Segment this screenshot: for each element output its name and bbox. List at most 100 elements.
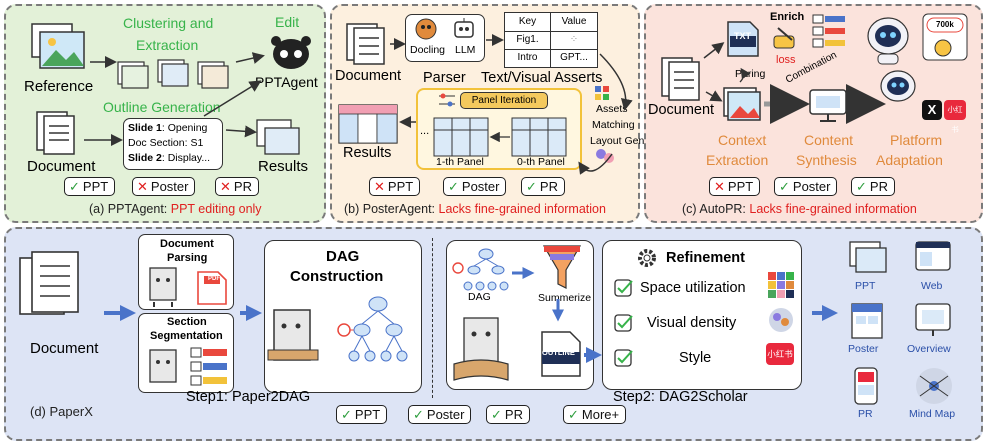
badge-pr-b: ✓PR [521, 177, 565, 196]
document-icon-d [19, 251, 79, 315]
panel-grids [433, 117, 567, 157]
panel-b-arrows [390, 34, 633, 175]
document-label-d: Document [30, 340, 99, 357]
gear-icon [638, 249, 656, 267]
badge-more-d: ✓More+ [563, 405, 627, 424]
reading-mascot-icon [453, 317, 509, 381]
funnel-icon [542, 245, 582, 289]
edit-label: Edit [275, 14, 300, 30]
density-blob-icon [769, 308, 793, 332]
pdf-label: PDF [208, 276, 220, 282]
pr-output-icon [854, 367, 878, 405]
output-pr-label: PR [858, 408, 873, 420]
refine-style-label: Style [679, 350, 712, 366]
llm-robot-icon [454, 18, 474, 38]
panel-ellipsis: ... [420, 125, 430, 137]
sliders-icon [439, 93, 455, 107]
badge-ppt-d: ✓PPT [336, 405, 388, 424]
section-label-2: Segmentation [150, 330, 223, 342]
refine-space-label: Space utilization [640, 280, 746, 296]
asserts-table: Key Value Fig1. ⁘ Intro GPT... [504, 12, 598, 68]
document-icon-c [661, 57, 700, 101]
reference-image-icon [31, 23, 85, 69]
output-mindmap-label: Mind Map [909, 408, 956, 420]
step2-label: Step2: DAG2Scholar [613, 389, 748, 405]
color-grid-icon [768, 272, 794, 298]
layout-gen-label: Layout Gen [590, 135, 645, 147]
extraction-label: Extraction [136, 37, 199, 53]
ppt-output-icon [849, 241, 887, 273]
outline-label: OUTLINE [542, 348, 575, 357]
rednote-logo-d: 小红书 [766, 343, 794, 365]
segment-list-icon [190, 347, 227, 386]
pptagent-label: PPTAgent [255, 74, 318, 90]
dag-construction-label: Construction [290, 268, 384, 285]
matching-label: Matching [592, 119, 635, 131]
context-label-1: Context [718, 132, 767, 148]
section-label-1: Section [167, 316, 207, 328]
badge-pr-c: ✓PR [851, 177, 895, 196]
web-output-icon [915, 241, 951, 271]
slide2-text: : Display... [161, 152, 211, 164]
slide1-doc: Doc Section: S1 [128, 137, 204, 149]
mindmap-output-icon [916, 368, 952, 404]
checkbox-style-icon [614, 349, 633, 367]
panel-d-arrows [104, 267, 838, 363]
docling-icon [415, 18, 437, 40]
assets-label: Assets [596, 103, 628, 115]
txt-file-icon [727, 21, 759, 57]
docling-label: Docling [410, 44, 446, 56]
book-mascot-icon-2 [149, 349, 177, 383]
txt-label: TXT [734, 31, 751, 41]
outline-file-icon [541, 331, 581, 377]
badge-ppt-b: ✕PPT [369, 177, 421, 196]
document-label-c: Document [648, 102, 715, 118]
book-mascot-icon [149, 267, 177, 307]
slide1-text: : Opening [161, 122, 208, 134]
output-poster-label: Poster [848, 343, 879, 355]
pencil-hand-icon [773, 27, 795, 49]
poster-output-icon [851, 303, 883, 339]
outline-generation-label: Outline Generation [103, 99, 221, 115]
loss-label: loss [776, 54, 796, 66]
results-label-b: Results [343, 145, 392, 161]
output-ppt-label: PPT [855, 280, 876, 292]
zero-panel-label: 0-th Panel [517, 156, 565, 168]
panel-c-arrows [703, 42, 886, 124]
pdf-file-icon [197, 271, 227, 305]
panel-a-arrows [84, 52, 265, 146]
output-overview-label: Overview [907, 343, 951, 355]
checkbox-density-icon [614, 314, 633, 332]
step-divider [432, 238, 433, 398]
context-label-2: Extraction [706, 152, 769, 168]
image-file-icon [723, 87, 761, 121]
slide1-label: Slide 1 [128, 122, 162, 134]
dag-small-label: DAG [468, 291, 491, 303]
content-label-2: Synthesis [796, 152, 857, 168]
results-label: Results [258, 158, 309, 175]
avatar-board-icon [922, 13, 968, 61]
dag-label: DAG [326, 248, 360, 265]
x-logo: X [922, 100, 942, 120]
asserts-label: Text/Visual Asserts [481, 70, 603, 86]
count-badge: 700k [936, 20, 954, 29]
enrich-label: Enrich [770, 11, 805, 23]
first-panel-label: 1-th Panel [436, 156, 484, 168]
badge-poster-a: ✕Poster [132, 177, 196, 196]
badge-pr-d: ✓PR [486, 405, 530, 424]
reference-label: Reference [24, 78, 94, 95]
results-table-icon [338, 104, 398, 144]
robot-mascot-small-icon [880, 70, 916, 102]
step1-label: Step1: Paper2DAG [186, 389, 311, 405]
caption-c: (c) AutoPR: Lacks fine-grained informati… [682, 202, 917, 216]
caption-d: (d) PaperX [30, 404, 93, 419]
panel-iteration-badge: Panel Iteration [460, 92, 548, 109]
dag-small-icon [452, 248, 509, 291]
caption-a: (a) PPTAgent: PPT editing only [89, 202, 262, 216]
results-slides-icon [256, 119, 300, 155]
badge-poster-c: ✓Poster [774, 177, 838, 196]
checkbox-space-icon [614, 279, 633, 297]
badge-ppt-a: ✓PPT [64, 177, 116, 196]
document-icon-b [346, 23, 385, 65]
caption-b: (b) PosterAgent: Lacks fine-grained info… [344, 202, 606, 216]
